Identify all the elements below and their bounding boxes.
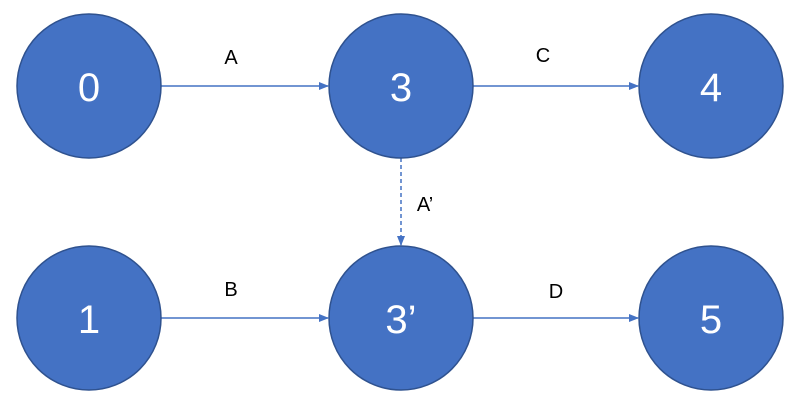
node-n0: 0 (16, 13, 162, 159)
node-circle-n3p (328, 245, 474, 391)
node-label-n5: 5 (700, 298, 722, 342)
edge-label-eAp: A’ (417, 194, 433, 216)
node-label-n4: 4 (700, 66, 722, 110)
node-label-n3: 3 (390, 66, 412, 110)
edge-label-eA: A (224, 47, 238, 69)
edge-label-eB: B (224, 279, 237, 301)
node-circle-n5 (638, 245, 784, 391)
node-label-n0: 0 (78, 66, 100, 110)
node-circle-n1 (16, 245, 162, 391)
node-n1: 1 (16, 245, 162, 391)
node-circle-n0 (16, 13, 162, 159)
edge-label-eD: D (549, 281, 563, 303)
nodes-layer: 0 3 4 1 3’ 5 (16, 13, 784, 391)
node-label-n3p: 3’ (385, 298, 416, 342)
node-label-n1: 1 (78, 298, 100, 342)
node-n4: 4 (638, 13, 784, 159)
edges-layer: A C A’ B D (161, 45, 639, 322)
node-circle-n3 (328, 13, 474, 159)
edge-label-eC: C (536, 45, 550, 67)
node-n3p: 3’ (328, 245, 474, 391)
node-n5: 5 (638, 245, 784, 391)
node-circle-n4 (638, 13, 784, 159)
node-n3: 3 (328, 13, 474, 159)
